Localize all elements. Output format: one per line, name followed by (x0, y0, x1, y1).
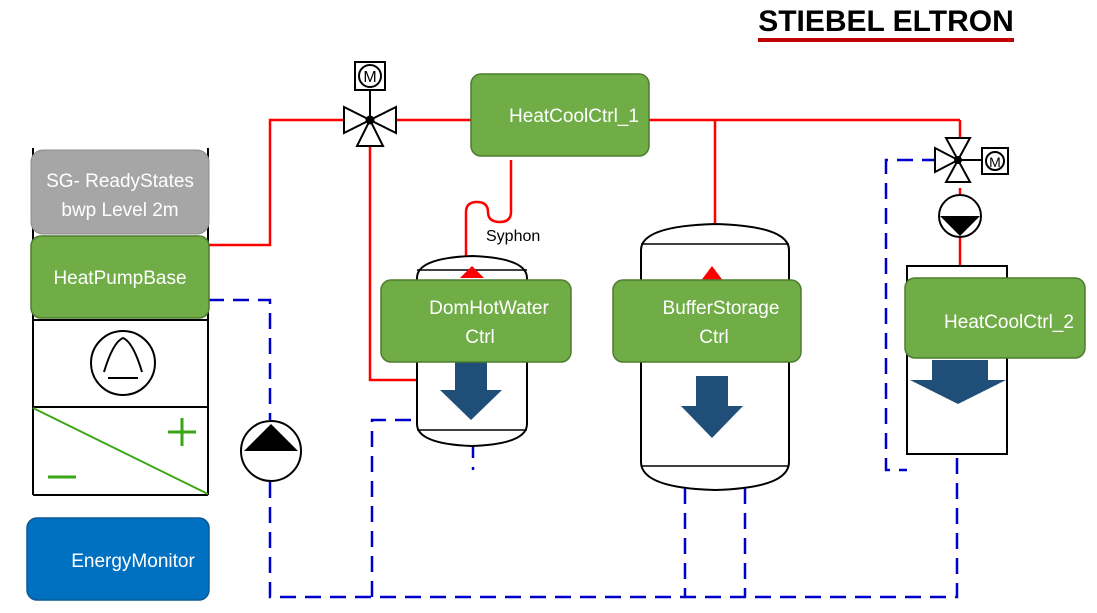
logo-text: STIEBEL ELTRON (758, 5, 1014, 38)
sg-ready-line-2: bwp Level 2m (61, 200, 178, 221)
energy-monitor-box[interactable]: EnergyMonitor (26, 517, 210, 601)
dom-hot-water-line-2: Ctrl (465, 327, 495, 348)
heat-pump-base-box[interactable]: HeatPumpBase (30, 235, 210, 319)
dom-hot-water-ctrl-box[interactable]: DomHotWater Ctrl (380, 279, 572, 363)
motor-icon: M (981, 147, 1009, 175)
heat-exchanger-down-arrow-icon (440, 360, 502, 420)
sg-ready-states-box[interactable]: SG- ReadyStates bwp Level 2m (30, 149, 210, 235)
return-piping (208, 158, 959, 599)
buffer-storage-ctrl-box[interactable]: BufferStorage Ctrl (612, 279, 802, 363)
heat-cool-ctrl-2-label: HeatCoolCtrl_2 (944, 312, 1074, 333)
syphon-label: Syphon (486, 228, 540, 245)
pump-icon (240, 420, 302, 482)
heat-pump-base-label: HeatPumpBase (53, 268, 186, 289)
three-way-valve-icon (343, 90, 397, 147)
dom-hot-water-line-1: DomHotWater (429, 298, 549, 319)
heat-exchanger-down-arrow-icon (681, 376, 743, 438)
heat-cool-ctrl-2-box[interactable]: HeatCoolCtrl_2 (904, 277, 1086, 359)
energy-monitor-label: EnergyMonitor (71, 551, 195, 572)
motor-icon: M (354, 61, 386, 91)
buffer-storage-line-1: BufferStorage (663, 298, 780, 319)
sg-ready-line-1: SG- ReadyStates (46, 171, 194, 192)
motor-label: M (989, 154, 1001, 170)
motor-label: M (363, 69, 376, 86)
heat-exchanger-icon (32, 407, 209, 495)
stiebel-eltron-logo: STIEBEL ELTRON (758, 5, 1014, 42)
pump-icon (938, 194, 982, 238)
three-way-valve-icon (934, 137, 982, 183)
buffer-storage-line-2: Ctrl (699, 327, 729, 348)
heat-exchanger-down-arrow-icon (910, 360, 1006, 404)
compressor-icon (90, 330, 156, 396)
heat-cool-ctrl-1-box[interactable]: HeatCoolCtrl_1 (470, 73, 650, 157)
supply-piping (208, 118, 962, 420)
heat-pump-unit (32, 148, 209, 496)
heat-cool-ctrl-1-label: HeatCoolCtrl_1 (509, 106, 639, 127)
